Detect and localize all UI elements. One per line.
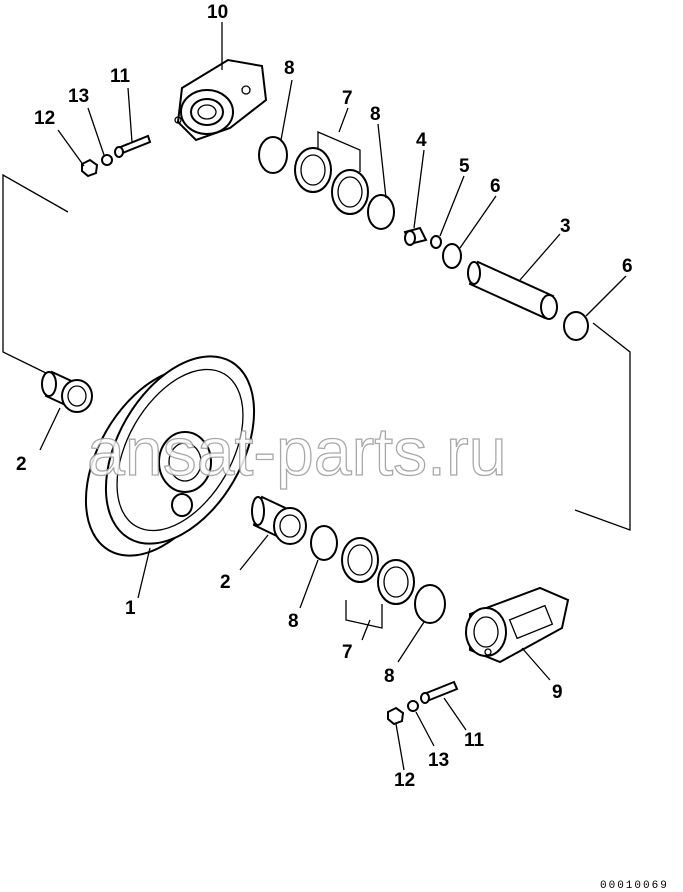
part-12-nut-top [81,158,99,178]
label-4: 4 [416,130,427,151]
leader-lines [39,22,627,771]
part-4-plug [403,226,428,246]
label-1: 1 [125,598,136,619]
label-8-d: 8 [384,666,395,687]
part-7-seal-lower-a [341,537,379,583]
part-11-bolt-top [114,134,152,158]
label-7-top: 7 [342,88,353,109]
label-5: 5 [459,156,470,177]
part-8-oring-lower-b [414,584,446,624]
part-8-oring-lower-a [310,525,338,561]
part-7-seal-upper-a [294,147,332,193]
part-2-bushing-left [41,370,93,413]
label-9: 9 [552,682,563,703]
part-3-shaft [467,260,558,320]
label-12-bottom: 12 [394,770,415,791]
part-9-lower-bracket [465,586,570,664]
part-7-seal-upper-b [331,169,369,215]
label-2-left: 2 [16,454,27,475]
part-10-upper-bracket [174,58,268,142]
part-5-oring [430,235,442,249]
part-8-oring-upper-b [367,194,395,230]
label-6-b: 6 [622,256,633,277]
label-8-c: 8 [288,611,299,632]
label-8-a: 8 [284,58,295,79]
label-11-bottom: 11 [464,730,485,751]
label-2-right: 2 [220,572,231,593]
watermark: ansat-parts.ru [87,414,507,490]
label-12-top: 12 [34,108,55,129]
label-3: 3 [560,216,571,237]
label-13-top: 13 [68,86,89,107]
part-13-washer-bottom [407,700,419,712]
part-1-idler-wheel [84,355,256,557]
part-7-seal-lower-b [377,559,415,605]
part-6-washer-b [563,311,589,341]
part-12-nut-bottom [387,706,405,726]
drawing-code: 00010069 [600,880,669,892]
assembly-frame-lines [2,173,631,531]
part-11-bolt-bottom [420,680,459,704]
label-11-top: 11 [110,66,131,87]
label-7-bottom: 7 [342,642,353,663]
part-2-bushing-right [251,495,307,545]
part-6-washer-a [442,243,462,269]
part-13-washer-top [101,154,113,166]
label-13-bottom: 13 [428,750,449,771]
label-10: 10 [207,2,228,23]
callout-labels: 10 11 13 12 8 7 8 4 5 6 3 6 2 1 2 8 7 8 … [16,2,633,791]
label-6-a: 6 [490,176,501,197]
part-8-oring-upper-a [258,136,288,174]
label-8-b: 8 [370,104,381,125]
